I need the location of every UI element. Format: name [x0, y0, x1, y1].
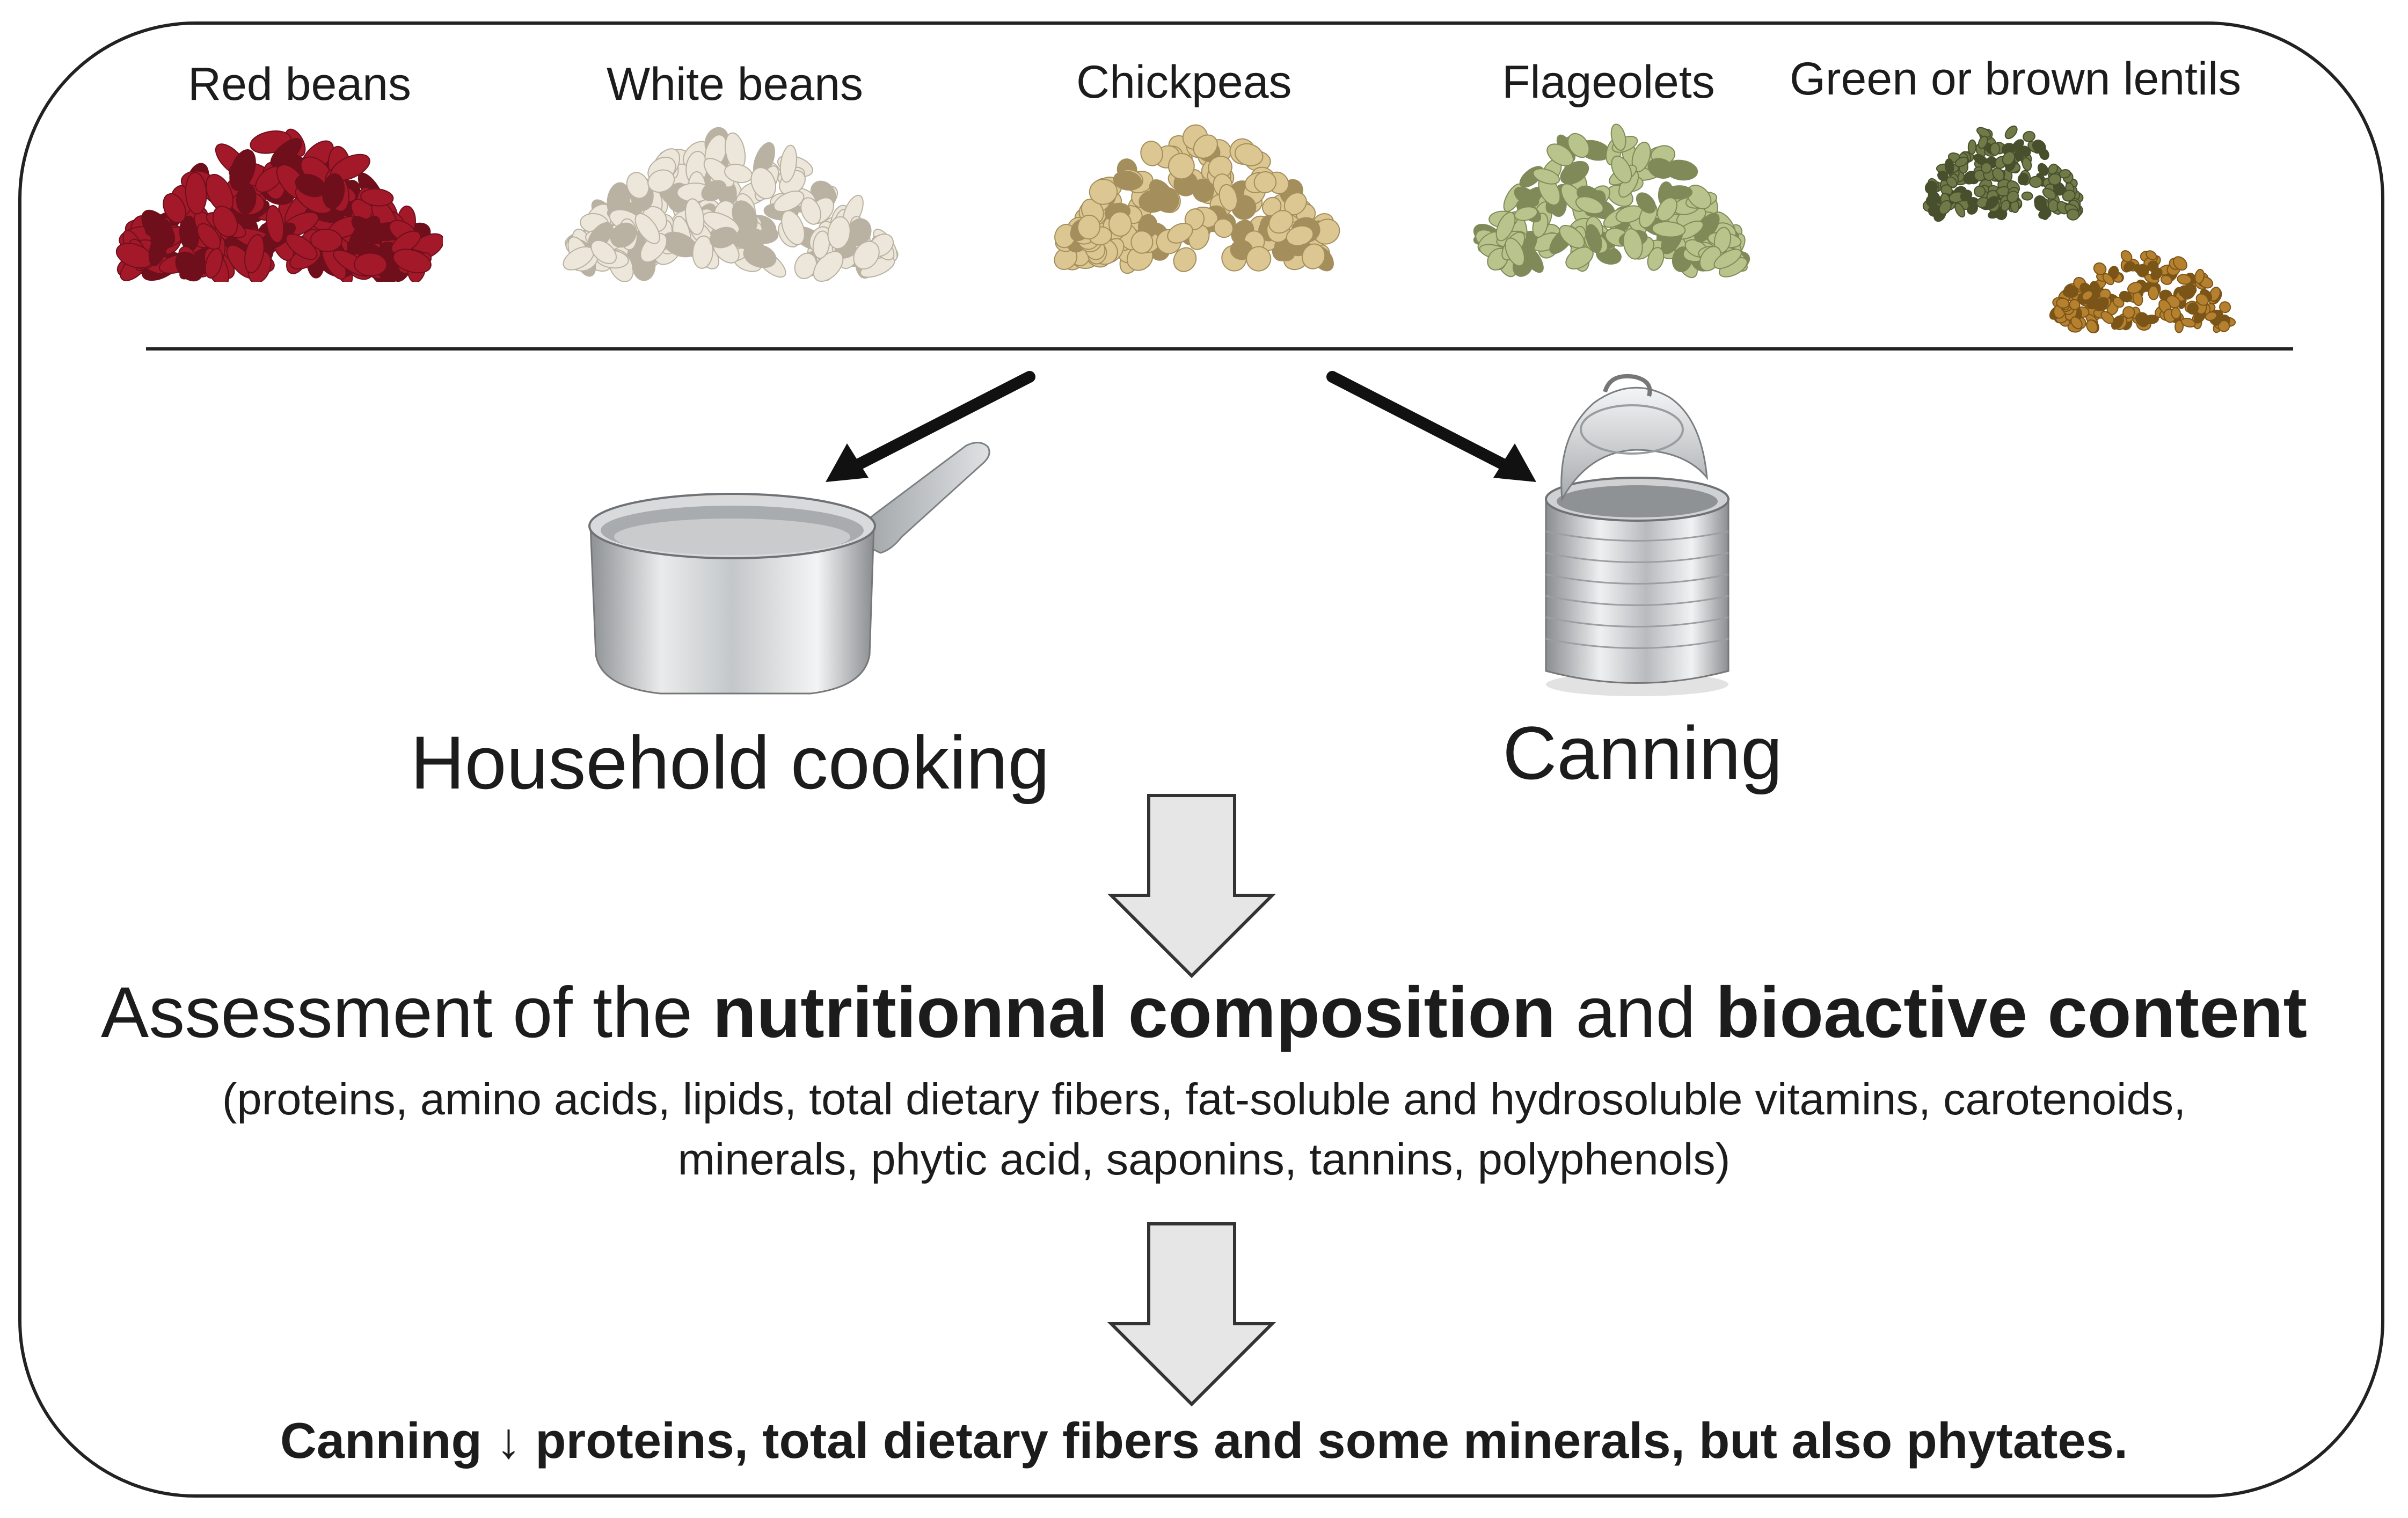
- diagram-frame: [18, 21, 2384, 1498]
- assessment-details-line-2: minerals, phytic acid, saponins, tannins…: [677, 1134, 1731, 1184]
- arrow-to-canning: [1326, 371, 1536, 482]
- legume-label-lentils: Green or brown lentils: [1790, 53, 2242, 105]
- green-lentils-pile-icon: [1922, 125, 2084, 222]
- household-cooking-label: Household cooking: [410, 720, 1050, 805]
- canning-label: Canning: [1502, 711, 1783, 795]
- brown-lentils-pile-icon: [2049, 250, 2236, 333]
- legume-label-flageolets: Flageolets: [1502, 56, 1715, 108]
- assessment-prefix: Assessment of the: [100, 973, 713, 1053]
- chickpeas-pile-icon: [1054, 124, 1340, 274]
- assessment-bold-nutrition: nutritionnal composition: [712, 973, 1556, 1053]
- assessment-title: Assessment of the nutritionnal compositi…: [0, 972, 2408, 1054]
- legume-label-red-beans: Red beans: [188, 59, 411, 110]
- legume-label-chickpeas: Chickpeas: [1076, 56, 1292, 108]
- assessment-details-line-1: (proteins, amino acids, lipids, total di…: [222, 1074, 2186, 1124]
- conclusion-text: Canning ↓ proteins, total dietary fibers…: [280, 1412, 2128, 1469]
- block-arrow-down-1: [1107, 794, 1276, 979]
- assessment-middle: and: [1556, 973, 1716, 1053]
- block-arrow-down-2: [1107, 1222, 1276, 1407]
- white-beans-pile-icon: [563, 127, 899, 282]
- arrow-to-household-cooking: [826, 371, 1035, 482]
- saucepan-icon: [588, 442, 990, 695]
- open-can-icon: [1545, 374, 1730, 696]
- assessment-bold-bioactive: bioactive content: [1716, 973, 2308, 1053]
- divider-line: [146, 347, 2293, 351]
- red-beans-pile-icon: [115, 128, 443, 282]
- legume-label-white-beans: White beans: [607, 59, 864, 110]
- flageolets-pile-icon: [1473, 123, 1750, 279]
